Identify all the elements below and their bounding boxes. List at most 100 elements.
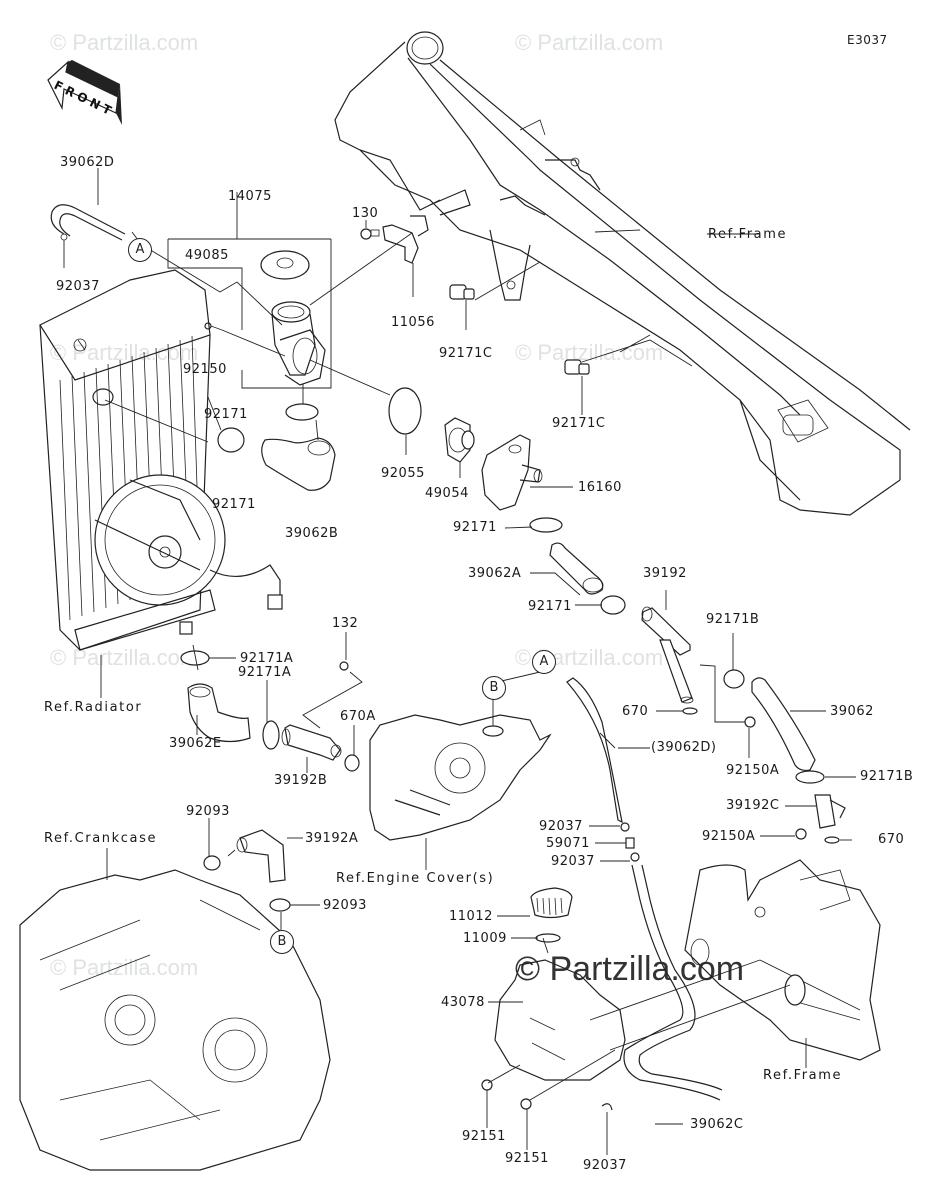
clip-drawing (449, 284, 590, 375)
thermostat-drawing (444, 417, 475, 463)
part-label-39192b[interactable]: 39192B (274, 773, 328, 788)
part-label-11056[interactable]: 11056 (391, 315, 435, 330)
hose-39062e-drawing (187, 683, 251, 743)
part-label-670[interactable]: 670 (878, 832, 905, 847)
engine-cover-drawing (369, 714, 552, 841)
clip-drawing (620, 822, 630, 832)
part-label-92093[interactable]: 92093 (186, 804, 230, 819)
hose-39062d-drawing (50, 204, 126, 235)
pipe-39192c-drawing (814, 794, 836, 829)
part-label-39062d[interactable]: 39062D (60, 155, 115, 170)
part-label-670[interactable]: 670 (622, 704, 649, 719)
part-label-43078[interactable]: 43078 (441, 995, 485, 1010)
hose-39062b-drawing (261, 437, 336, 491)
hose-39062a-drawing (549, 542, 604, 595)
clamp-drawing (600, 595, 626, 615)
part-label-39062b[interactable]: 39062B (285, 526, 339, 541)
ref-radiator-label[interactable]: Ref.Radiator (44, 700, 143, 715)
part-label-39192c[interactable]: 39192C (726, 798, 780, 813)
part-label-92171c[interactable]: 92171C (439, 346, 493, 361)
thermostat-housing-drawing (481, 434, 543, 511)
clamp-drawing (217, 427, 245, 453)
part-label-92037[interactable]: 92037 (539, 819, 583, 834)
frame-bottom-drawing (684, 859, 881, 1061)
part-label-39062[interactable]: 39062 (830, 704, 874, 719)
part-label-49085[interactable]: 49085 (185, 248, 229, 263)
part-label-92151[interactable]: 92151 (505, 1151, 549, 1166)
part-label-92055[interactable]: 92055 (381, 466, 425, 481)
part-label-59071[interactable]: 59071 (546, 836, 590, 851)
part-label-132[interactable]: 132 (332, 616, 359, 631)
part-label-14075[interactable]: 14075 (228, 189, 272, 204)
part-label-11012[interactable]: 11012 (449, 909, 493, 924)
seal-drawing (203, 855, 221, 871)
part-label-130[interactable]: 130 (352, 206, 379, 221)
pipe-39192b-drawing (284, 724, 341, 761)
part-label-92171b[interactable]: 92171B (860, 769, 914, 784)
pipe-39192a-drawing (239, 829, 286, 883)
clamp-drawing (285, 403, 319, 421)
bracket-drawing (360, 215, 429, 264)
bolt-drawing (339, 661, 349, 671)
seal-drawing (269, 898, 291, 912)
part-label-92151[interactable]: 92151 (462, 1129, 506, 1144)
o-ring-drawing (388, 387, 422, 435)
part-label-49054[interactable]: 49054 (425, 486, 469, 501)
watermark: © Partzilla.com (50, 340, 199, 365)
ref-crankcase-label[interactable]: Ref.Crankcase (44, 831, 158, 846)
part-label-92093[interactable]: 92093 (323, 898, 367, 913)
part-label-39062a[interactable]: 39062A (468, 566, 522, 581)
ref-frame-label[interactable]: Ref.Frame (708, 227, 788, 242)
watermark: © Partzilla.com (50, 955, 199, 980)
part-label-92150a[interactable]: 92150A (702, 829, 756, 844)
part-label-92037[interactable]: 92037 (583, 1158, 627, 1173)
part-label-92150a[interactable]: 92150A (726, 763, 780, 778)
hose-39062d-route-drawing (566, 677, 623, 824)
clip-drawing (630, 852, 640, 862)
part-label-92171b[interactable]: 92171B (706, 612, 760, 627)
part-label-92171a[interactable]: 92171A (240, 651, 294, 666)
part-label-92037[interactable]: 92037 (551, 854, 595, 869)
radiator-cap-drawing (260, 250, 326, 386)
diagram-code: E3037 (847, 33, 888, 47)
part-label-39192[interactable]: 39192 (643, 566, 687, 581)
watermark: © Partzilla.com (515, 30, 664, 55)
ref-engine-cover-label[interactable]: Ref.Engine Cover(s) (336, 871, 495, 886)
watermark-logo: © Partzilla.com (515, 950, 745, 988)
callout-a: A (128, 238, 152, 262)
part-label-92171[interactable]: 92171 (453, 520, 497, 535)
part-label-670a[interactable]: 670A (340, 709, 376, 724)
callout-b: B (482, 676, 506, 700)
clamp-drawing (723, 669, 745, 689)
part-label-11009[interactable]: 11009 (463, 931, 507, 946)
part-label-39062d-ref[interactable]: (39062D) (651, 740, 717, 755)
callout-a: A (532, 650, 556, 674)
part-label-92037[interactable]: 92037 (56, 279, 100, 294)
part-label-39062e[interactable]: 39062E (169, 736, 222, 751)
part-label-92171[interactable]: 92171 (528, 599, 572, 614)
callout-b: B (270, 930, 294, 954)
clamp-drawing (262, 720, 280, 750)
bolt-drawing (795, 828, 807, 840)
crankcase-drawing (19, 869, 331, 1171)
frame-drawing (334, 31, 911, 516)
hose-39062-drawing (751, 677, 816, 772)
watermark: © Partzilla.com (50, 645, 199, 670)
part-label-92171c[interactable]: 92171C (552, 416, 606, 431)
reservoir-drawing (481, 887, 626, 1111)
part-label-92171[interactable]: 92171 (204, 407, 248, 422)
ref-frame-bottom-label[interactable]: Ref.Frame (763, 1068, 843, 1083)
clamp-drawing (529, 517, 563, 533)
radiator-drawing (39, 269, 283, 651)
front-arrow-icon (47, 60, 122, 125)
part-label-92171a[interactable]: 92171A (238, 665, 292, 680)
part-label-16160[interactable]: 16160 (578, 480, 622, 495)
part-label-39062c[interactable]: 39062C (690, 1117, 744, 1132)
part-label-39192a[interactable]: 39192A (305, 831, 359, 846)
clamp-drawing (795, 770, 825, 784)
part-label-92150[interactable]: 92150 (183, 362, 227, 377)
fitting-drawing (625, 837, 635, 849)
part-label-92171[interactable]: 92171 (212, 497, 256, 512)
